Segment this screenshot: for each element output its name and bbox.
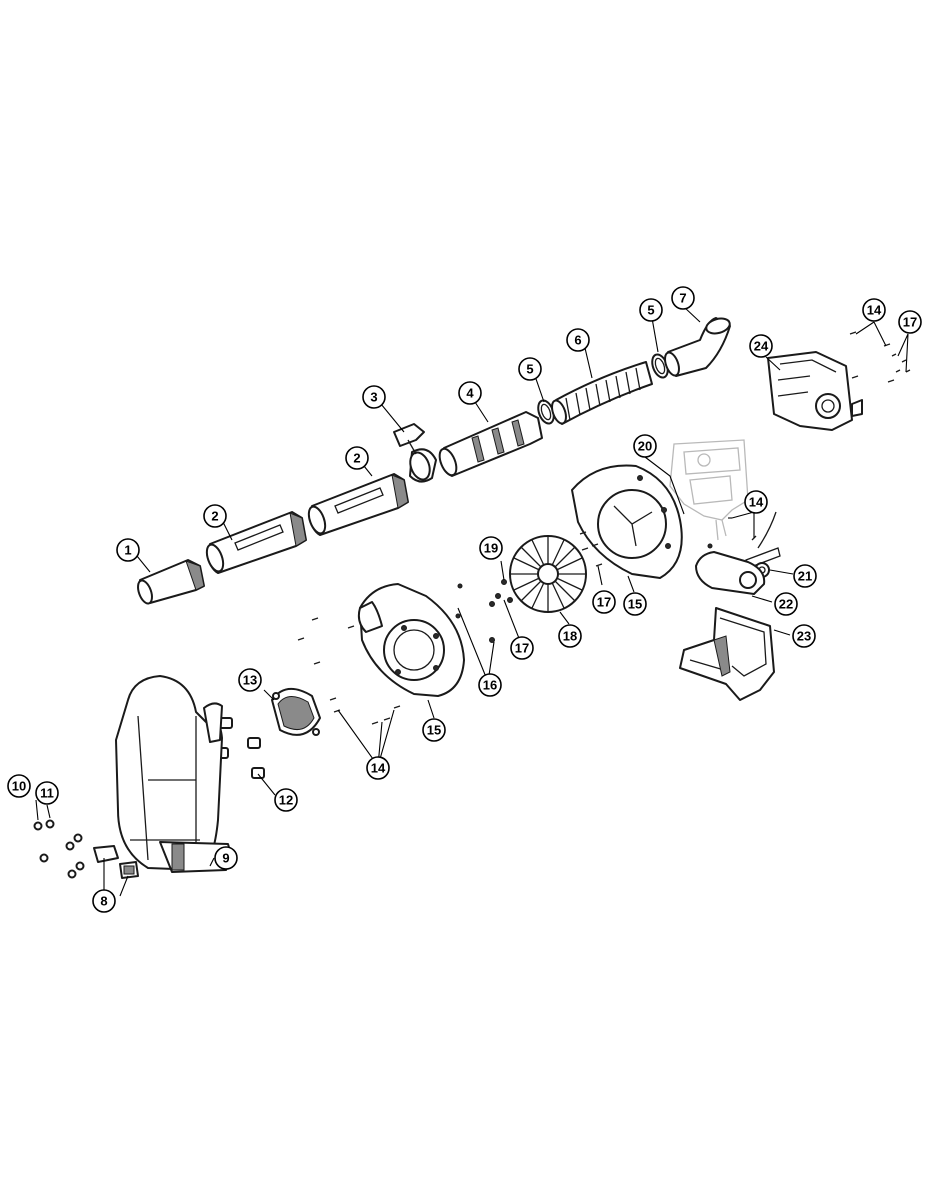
callout-17-upper: 17	[898, 310, 922, 334]
part-23-frame	[679, 607, 775, 701]
part-10-11-nuts-washers	[33, 819, 85, 879]
part-18-impeller	[509, 535, 587, 613]
callout-13: 13	[238, 668, 262, 692]
svg-text:17: 17	[515, 641, 529, 656]
svg-text:19: 19	[484, 541, 498, 556]
part-1-nozzle	[137, 559, 205, 605]
part-6-flex-hose	[551, 361, 653, 425]
svg-text:2: 2	[353, 451, 360, 466]
part-19-fan-hardware	[489, 579, 513, 607]
callout-16: 16	[478, 673, 502, 697]
callout-5-upper: 5	[639, 298, 663, 322]
part-4-tube-connector	[438, 411, 543, 477]
callout-17-rear: 17	[592, 590, 616, 614]
callout-22: 22	[774, 592, 798, 616]
part-22-air-filter-cover	[695, 543, 766, 595]
callout-14-lower: 14	[366, 756, 390, 780]
part-17-screws-upper	[891, 353, 911, 373]
svg-text:14: 14	[371, 761, 386, 776]
svg-text:20: 20	[638, 439, 652, 454]
part-2-tube-lower	[205, 511, 307, 574]
callout-20: 20	[633, 434, 657, 458]
part-7-elbow	[664, 317, 731, 377]
part-20-engine-outline	[669, 439, 749, 541]
svg-text:17: 17	[903, 315, 917, 330]
svg-text:11: 11	[40, 786, 54, 801]
callout-15-front: 15	[422, 718, 446, 742]
svg-text:2: 2	[211, 509, 218, 524]
svg-text:17: 17	[597, 595, 611, 610]
part-12-mount-grommets	[215, 717, 265, 779]
part-24-engine-cover	[767, 351, 863, 431]
callout-23: 23	[792, 624, 816, 648]
callout-6: 6	[566, 328, 590, 352]
part-15-housing-front	[357, 583, 465, 697]
svg-text:14: 14	[749, 495, 764, 510]
svg-text:9: 9	[222, 851, 229, 866]
callout-17-center: 17	[510, 636, 534, 660]
callout-7: 7	[671, 286, 695, 310]
part-17-screws-center	[579, 531, 603, 567]
callout-2-lower: 2	[203, 504, 227, 528]
leader-lines	[35, 306, 909, 897]
part-2-tube-upper	[307, 473, 409, 536]
callout-2-upper: 2	[345, 446, 369, 470]
part-15-housing-rear	[571, 464, 683, 579]
part-14-screws-lower	[297, 583, 495, 725]
callout-4: 4	[458, 381, 482, 405]
svg-text:13: 13	[243, 673, 257, 688]
callout-19: 19	[479, 536, 503, 560]
svg-text:6: 6	[574, 333, 581, 348]
callout-14-middle: 14	[744, 490, 768, 514]
callout-18: 18	[558, 624, 582, 648]
callout-14-upper: 14	[862, 298, 886, 322]
svg-text:15: 15	[427, 723, 441, 738]
callout-21: 21	[793, 564, 817, 588]
part-8-buckles	[93, 845, 139, 879]
part-3-handle-clamp	[393, 423, 437, 483]
callout-10: 10	[7, 774, 31, 798]
svg-text:1: 1	[124, 543, 131, 558]
callout-11: 11	[35, 781, 59, 805]
svg-text:16: 16	[483, 678, 497, 693]
callout-24: 24	[749, 334, 773, 358]
svg-text:18: 18	[563, 629, 577, 644]
callout-1: 1	[116, 538, 140, 562]
callout-3: 3	[362, 385, 386, 409]
svg-text:8: 8	[100, 894, 107, 909]
svg-text:21: 21	[798, 569, 812, 584]
callout-15-rear: 15	[623, 592, 647, 616]
part-9-backpack-harness	[115, 675, 233, 873]
svg-text:4: 4	[466, 386, 474, 401]
svg-text:3: 3	[370, 390, 377, 405]
svg-text:7: 7	[679, 291, 686, 306]
callout-9: 9	[214, 846, 238, 870]
svg-text:22: 22	[779, 597, 793, 612]
svg-text:23: 23	[797, 629, 811, 644]
svg-text:5: 5	[647, 303, 654, 318]
part-13-intake-screen	[271, 688, 321, 736]
svg-text:12: 12	[279, 793, 293, 808]
svg-text:10: 10	[12, 779, 26, 794]
callout-5-lower: 5	[518, 357, 542, 381]
svg-text:5: 5	[526, 362, 533, 377]
svg-text:24: 24	[754, 339, 769, 354]
callout-8: 8	[92, 889, 116, 913]
svg-text:14: 14	[867, 303, 882, 318]
part-14-screws-upper	[849, 331, 895, 383]
callout-12: 12	[274, 788, 298, 812]
svg-text:15: 15	[628, 597, 642, 612]
